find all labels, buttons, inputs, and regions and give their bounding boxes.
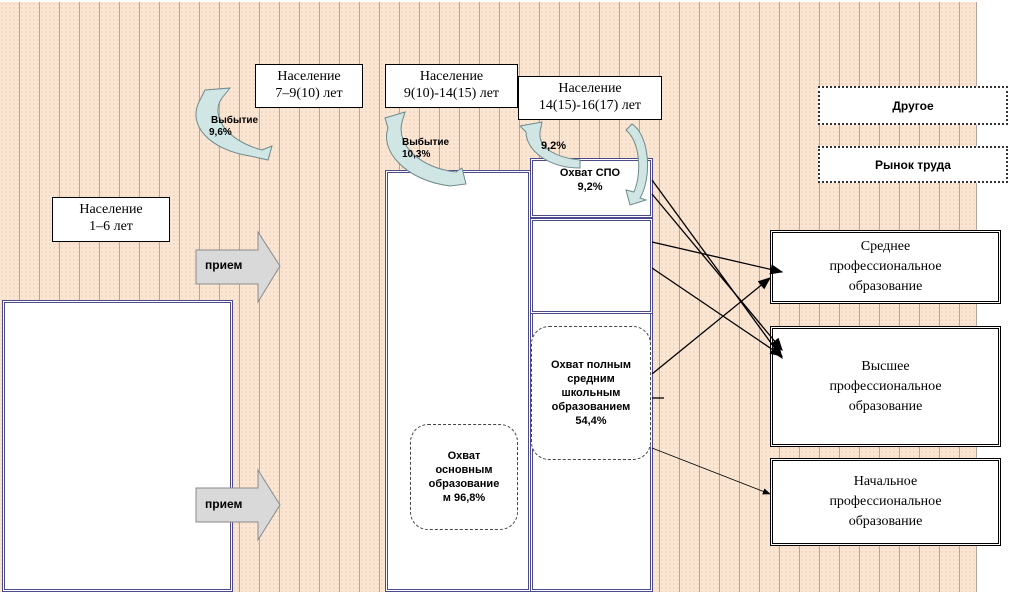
senior-segment-middle [530, 218, 653, 314]
attrition-arrow-3 [518, 121, 581, 169]
destination-higher-vocational: Высшее профессиональное образование [770, 326, 1001, 447]
attrition-value-3: 9,2% [541, 140, 567, 152]
population-1-6: Население 1–6 лет [52, 197, 170, 242]
senior-segment-spo [530, 158, 653, 218]
connector-full-to-secondary [651, 277, 772, 375]
attrition-arrow-4 [625, 123, 649, 206]
coverage-basic: Охват основным образование м 96,8% [410, 424, 518, 530]
attrition-arrow-1 [195, 87, 273, 161]
population-14-16: Население 14(15)-16(17) лет [518, 76, 662, 120]
attrition-arrow-2 [384, 111, 467, 187]
connector-mid-to-higher [651, 267, 784, 357]
connector-to-primary [651, 447, 771, 495]
attrition-label-2-text: Выбытие [402, 137, 450, 148]
connector-spo-to-higher-1 [651, 179, 783, 360]
population-9-14: Население 9(10)-14(15) лет [385, 64, 518, 108]
attrition-value-1: 9,6% [209, 127, 232, 138]
attrition-label-1: Выбытие 9,6% [209, 115, 259, 139]
admission-label-upper: прием [205, 258, 243, 272]
admission-arrow-upper [195, 230, 281, 304]
connector-spo-to-higher-2 [651, 193, 783, 351]
admission-label-lower: прием [205, 497, 243, 511]
destination-secondary-vocational: Среднее профессиональное образование [770, 230, 1001, 304]
attrition-label-2: Выбытие 10,3% [402, 137, 449, 161]
destination-primary-vocational: Начальное профессиональное образование [770, 458, 1001, 546]
coverage-full-secondary: Охват полным средним школьным образовани… [531, 326, 651, 460]
coverage-spo: Охват СПО 9,2% [559, 167, 621, 193]
attrition-label-1-text: Выбытие [211, 115, 259, 126]
destination-other: Другое [818, 86, 1008, 125]
attrition-value-2: 10,3% [402, 149, 431, 160]
destination-labor-market: Рынок труда [818, 146, 1008, 183]
preschool-block [2, 300, 233, 592]
admission-arrow-lower [195, 468, 281, 542]
population-7-9: Население 7–9(10) лет [255, 64, 363, 108]
connector-mid-to-secondary [651, 241, 784, 275]
